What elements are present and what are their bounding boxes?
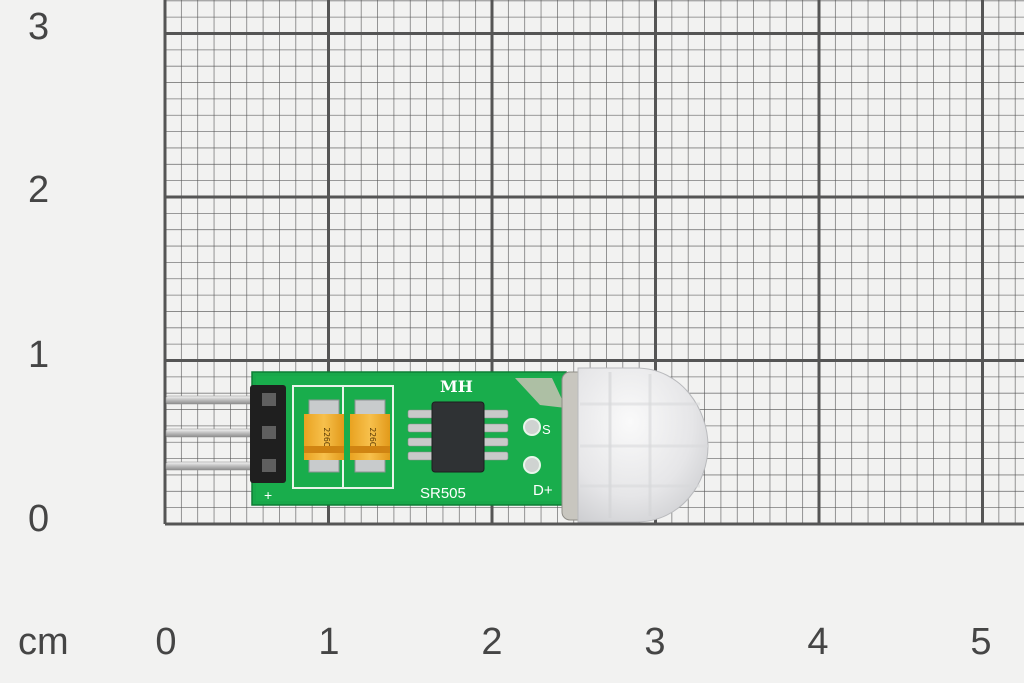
y-label-3: 3	[28, 6, 50, 48]
pir-lens	[561, 367, 709, 523]
header-housing	[250, 385, 286, 483]
x-label-3: 3	[644, 621, 666, 663]
x-label-4: 4	[807, 621, 829, 663]
cap-left-marking: 226C	[322, 427, 331, 446]
pin-dplus-label: D+	[533, 482, 553, 499]
x-label-1: 1	[318, 621, 340, 663]
x-label-5: 5	[970, 621, 992, 663]
y-label-0: 0	[28, 498, 50, 540]
model-text: SR505	[420, 485, 466, 502]
y-label-2: 2	[28, 169, 50, 211]
pin-s-label: S	[542, 422, 551, 437]
cap-right-marking: 226C	[368, 427, 377, 446]
x-label-2: 2	[481, 621, 503, 663]
tantalum-capacitor-right: 226C	[350, 399, 390, 473]
pin-plus-label: +	[264, 487, 272, 503]
x-label-0: 0	[155, 621, 177, 663]
tantalum-capacitor-left: 226C	[304, 399, 344, 473]
unit-label: cm	[18, 621, 69, 663]
brand-text: MH	[440, 377, 473, 396]
ic-chip	[407, 401, 509, 473]
y-label-1: 1	[28, 334, 50, 376]
header-pins	[165, 395, 267, 471]
